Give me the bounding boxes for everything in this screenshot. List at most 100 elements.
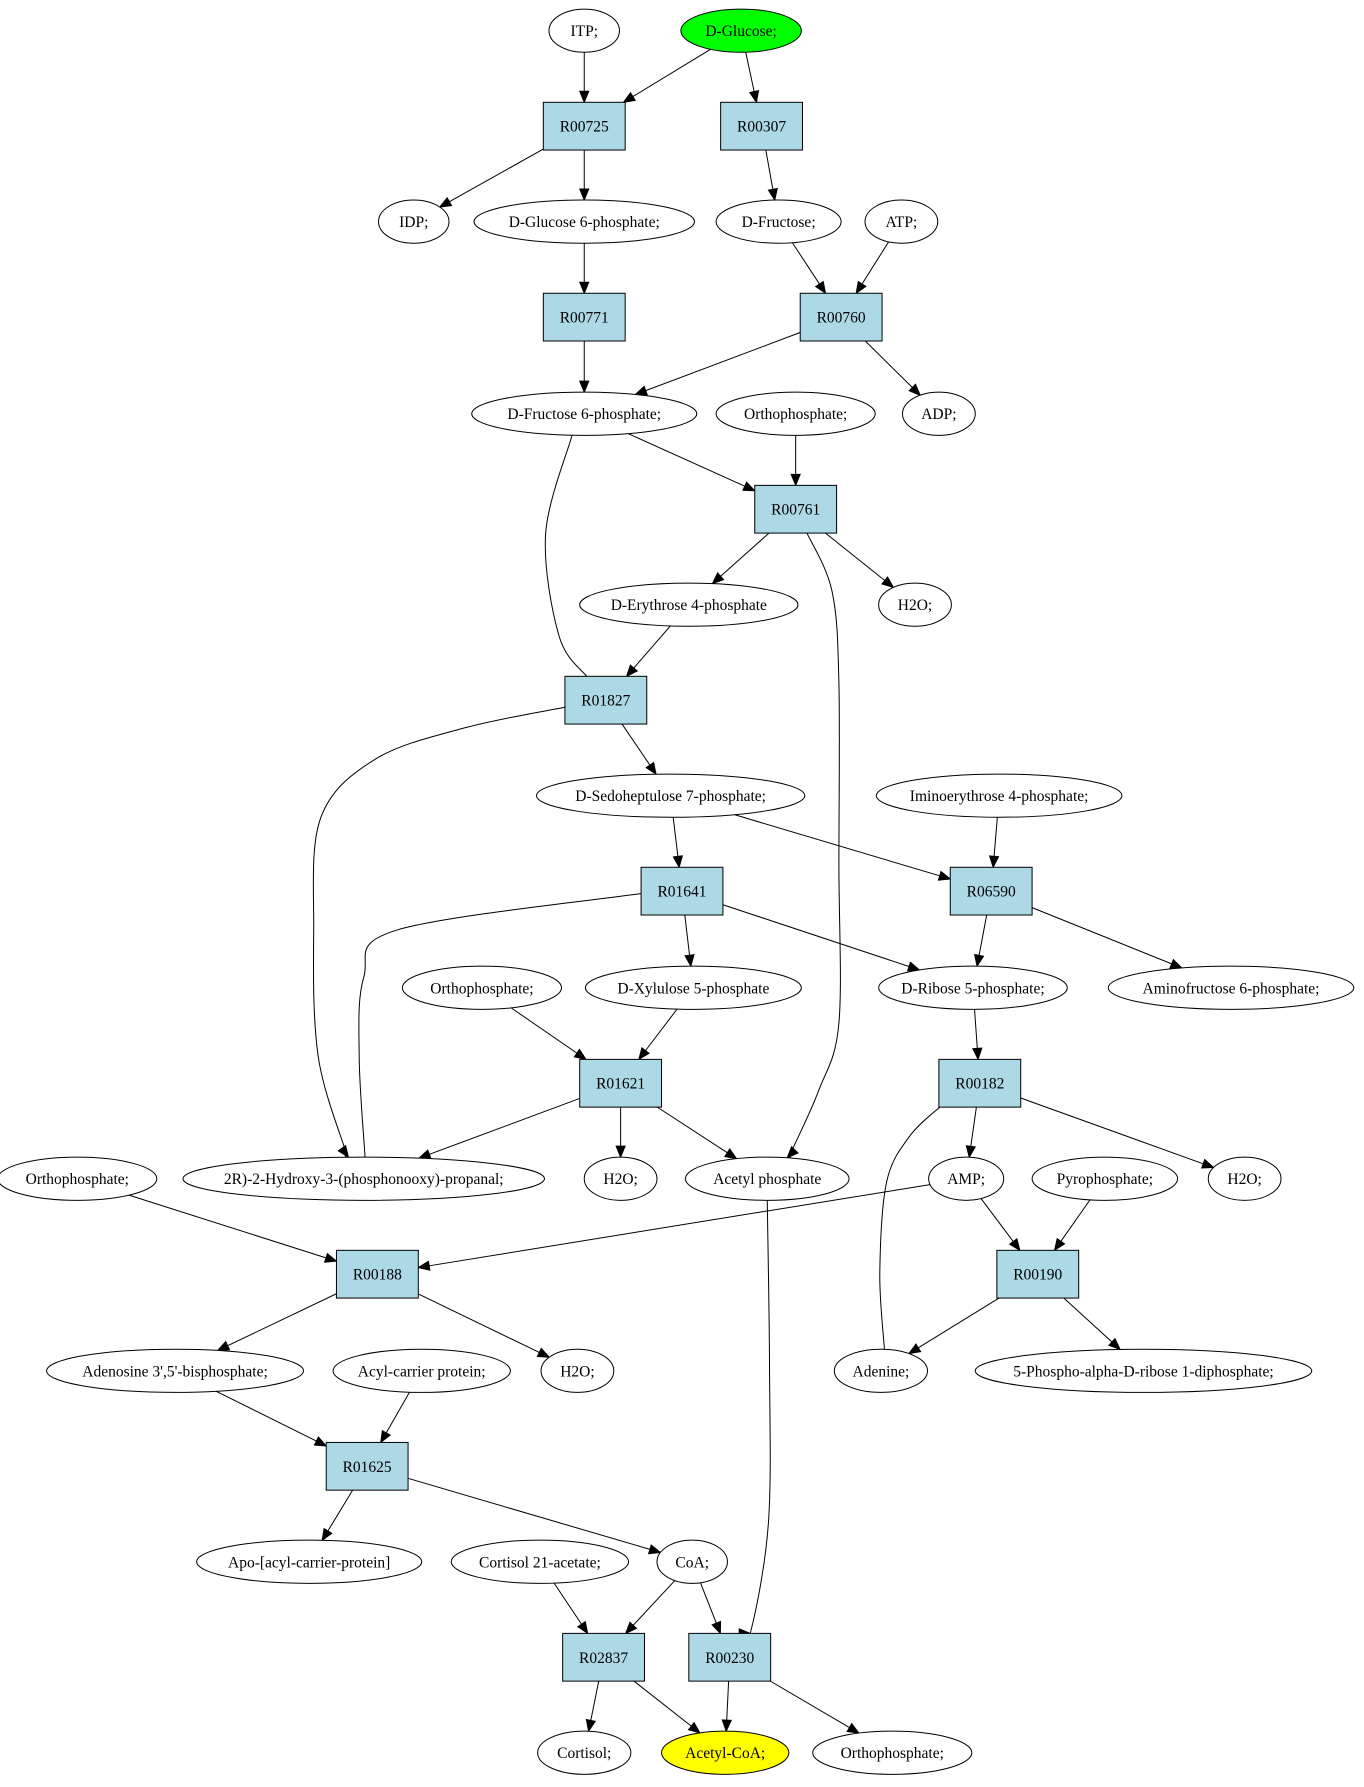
node-label: Apo-[acyl-carrier-protein]	[228, 1554, 390, 1571]
node-label: Cortisol;	[557, 1745, 611, 1762]
edge-line	[879, 1101, 949, 1355]
arrow-head	[321, 1527, 333, 1542]
reaction-box	[564, 675, 648, 725]
edge-acp-to-r01625	[380, 1391, 410, 1444]
edge-r01827-to-s7p	[621, 723, 657, 776]
arrow-head	[579, 281, 590, 295]
node-label: D-Glucose 6-phosphate;	[509, 214, 660, 231]
node-label: D-Glucose;	[705, 23, 776, 40]
edge-r01641-to-x5p	[684, 914, 695, 968]
edge-r01641-to-r5p	[722, 904, 921, 972]
arrow-head	[1008, 1237, 1021, 1252]
arrow-head	[711, 572, 725, 585]
arrow-head	[937, 870, 952, 881]
arrow-head	[790, 473, 801, 487]
node-label: Pyrophosphate;	[1057, 1171, 1153, 1188]
arrow-head	[622, 91, 637, 103]
node-label: Aminofructose 6-phosphate;	[1143, 980, 1320, 997]
edge-line	[645, 332, 801, 392]
edge-line	[215, 1390, 317, 1442]
edge-r00771-to-f6p	[579, 341, 590, 394]
node-label: Orthophosphate;	[841, 1745, 944, 1762]
arrow-head	[1108, 1337, 1122, 1351]
compound-node-h2o3: H2O;	[1207, 1156, 1282, 1201]
compound-ellipse	[471, 391, 698, 436]
arrow-head	[684, 954, 695, 968]
edge-amp-to-r00190	[980, 1198, 1021, 1252]
compound-node-fructose: D-Fructose;	[715, 199, 842, 244]
edge-e4p-to-r01827	[625, 625, 671, 678]
arrow-head	[615, 1145, 626, 1159]
edge-r00761-to-h2o1	[825, 532, 895, 589]
edge-line	[770, 1680, 850, 1728]
edge-line	[974, 1009, 978, 1049]
node-label: R00725	[560, 119, 609, 136]
reaction-node-r00771: R00771	[542, 292, 626, 342]
edge-s7p-to-r01641	[672, 817, 684, 869]
edge-r06590-to-aminof6p	[1031, 907, 1184, 969]
reaction-box	[562, 1632, 645, 1682]
edge-line	[312, 705, 574, 1161]
arrow-head	[687, 1721, 701, 1734]
node-label: R00760	[817, 310, 866, 327]
node-label: R00190	[1013, 1267, 1062, 1284]
node-label: R00771	[560, 310, 609, 327]
arrow-head	[908, 383, 922, 397]
reaction-box	[579, 1058, 663, 1108]
edge-x5p-to-r01621	[638, 1008, 678, 1061]
reaction-node-r00230: R00230	[688, 1632, 772, 1682]
node-label: R00307	[737, 119, 786, 136]
arrow-head	[1200, 1158, 1215, 1169]
arrow-head	[536, 1347, 551, 1358]
compound-node-apoacp: Apo-[acyl-carrier-protein]	[196, 1539, 423, 1584]
reaction-box	[542, 101, 626, 151]
compound-ellipse	[661, 1730, 790, 1775]
edge-line	[1020, 1097, 1204, 1165]
edge-atp-to-r00760	[855, 241, 890, 295]
reaction-box	[938, 1058, 1022, 1108]
compound-node-acetylp: Acetyl phosphate	[684, 1156, 850, 1201]
arrow-head	[624, 1621, 638, 1635]
arrow-head	[585, 1718, 597, 1733]
arrow-head	[906, 961, 921, 972]
node-label: ADP;	[921, 406, 956, 423]
edge-f6p-to-r01827	[544, 428, 599, 689]
node-label: ATP;	[885, 214, 917, 231]
edge-line	[1063, 1297, 1113, 1343]
edge-line	[449, 148, 544, 203]
reaction-node-r00761: R00761	[754, 484, 838, 534]
compound-ellipse	[715, 199, 842, 244]
edge-f6p-to-r00761	[628, 433, 756, 492]
compound-node-imino: Iminoerythrose 4-phosphate;	[875, 773, 1123, 818]
compound-node-pi3: Orthophosphate;	[0, 1156, 158, 1201]
edge-glucose-to-r00725	[622, 48, 711, 103]
edge-r01625-to-coa	[407, 1477, 662, 1555]
arrow-head	[881, 576, 895, 589]
arrow-head	[672, 855, 684, 869]
compound-node-h2o4: H2O;	[540, 1348, 615, 1393]
edge-line	[738, 1188, 771, 1642]
reaction-box	[542, 292, 626, 342]
edge-cortac-to-r02837	[553, 1582, 589, 1635]
edge-line	[358, 890, 664, 1164]
compound-ellipse	[579, 582, 799, 627]
compound-ellipse	[878, 582, 952, 627]
arrow-head	[323, 1252, 338, 1263]
edge-line	[544, 428, 594, 686]
compound-node-adp: ADP;	[902, 391, 976, 436]
compound-node-itp: ITP;	[548, 8, 620, 53]
reaction-node-r01827: R01827	[564, 675, 648, 725]
arrow-head	[767, 187, 778, 202]
arrow-head	[216, 1340, 231, 1352]
arrow-head	[711, 1620, 722, 1635]
node-label: D-Fructose;	[742, 214, 816, 231]
edge-g6p-to-r00771	[579, 243, 590, 295]
compound-ellipse	[540, 1348, 615, 1393]
compound-ellipse	[974, 1348, 1313, 1393]
compound-ellipse	[537, 1730, 632, 1775]
edge-glucose-to-r00307	[745, 52, 760, 104]
arrow-head	[647, 1544, 662, 1555]
arrow-head	[313, 1436, 328, 1447]
